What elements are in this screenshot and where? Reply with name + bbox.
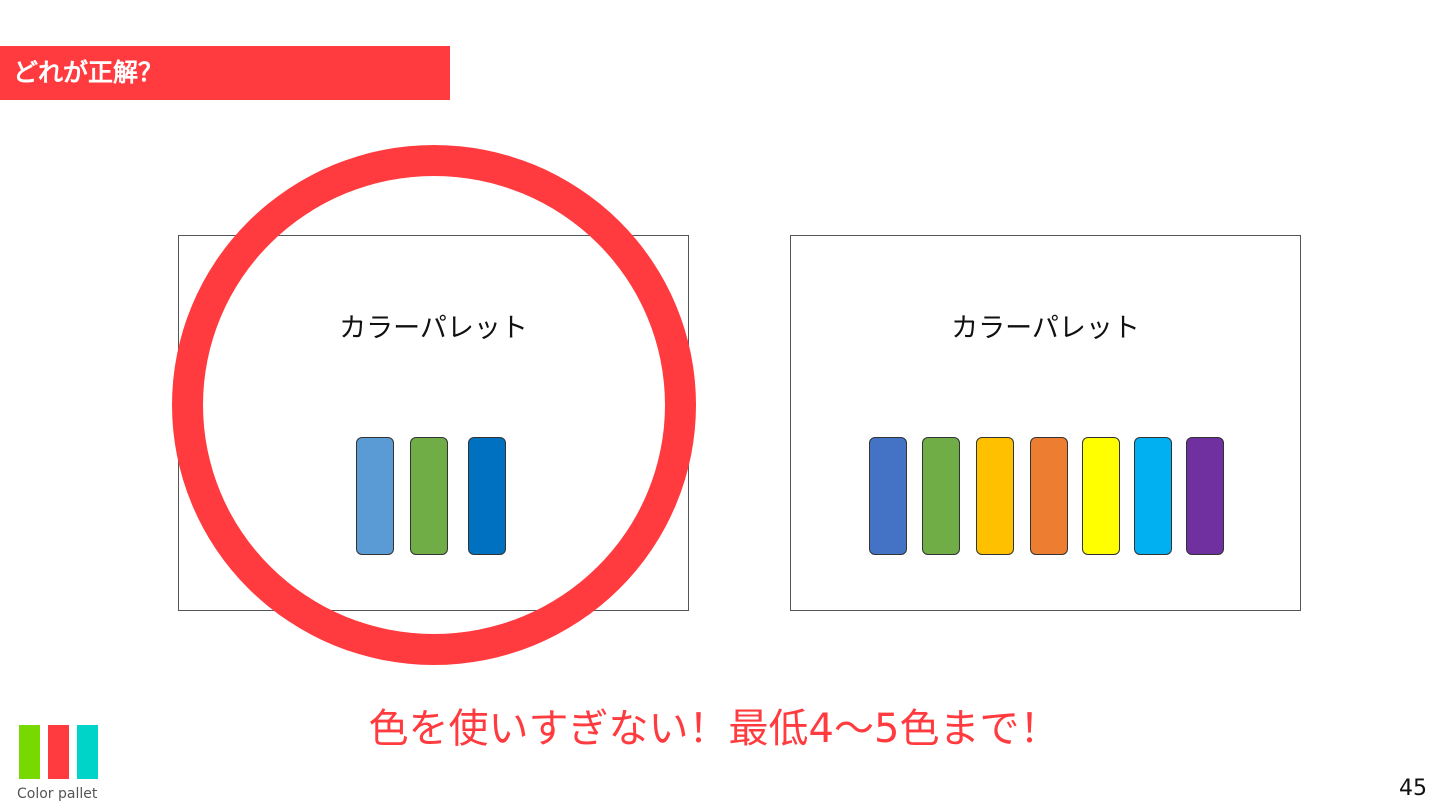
color-swatch	[1134, 437, 1172, 555]
logo-text: Color pallet	[17, 786, 98, 802]
key-message-text: 色を使いすぎない！最低4～5色まで！	[368, 706, 1060, 752]
logo-bar-green	[19, 725, 40, 779]
logo-bar-red	[48, 725, 69, 779]
color-swatch	[976, 437, 1014, 555]
palette-panel-three-colors: カラーパレット	[178, 235, 689, 611]
key-message: 色を使いすぎない！最低4～5色まで！	[0, 696, 1440, 754]
color-swatch	[922, 437, 960, 555]
color-swatch	[1082, 437, 1120, 555]
palette-panel-label: カラーパレット	[339, 313, 528, 344]
color-swatch	[869, 437, 907, 555]
logo-bar-cyan	[77, 725, 98, 779]
color-swatch	[356, 437, 394, 555]
palette-panel-label: カラーパレット	[951, 313, 1140, 344]
page-number: 45	[1399, 776, 1427, 801]
color-swatch	[1186, 437, 1224, 555]
color-swatch	[468, 437, 506, 555]
color-swatch	[1030, 437, 1068, 555]
slide-title: どれが正解？	[0, 46, 450, 100]
palette-panel-seven-colors: カラーパレット	[790, 235, 1301, 611]
color-swatch	[410, 437, 448, 555]
